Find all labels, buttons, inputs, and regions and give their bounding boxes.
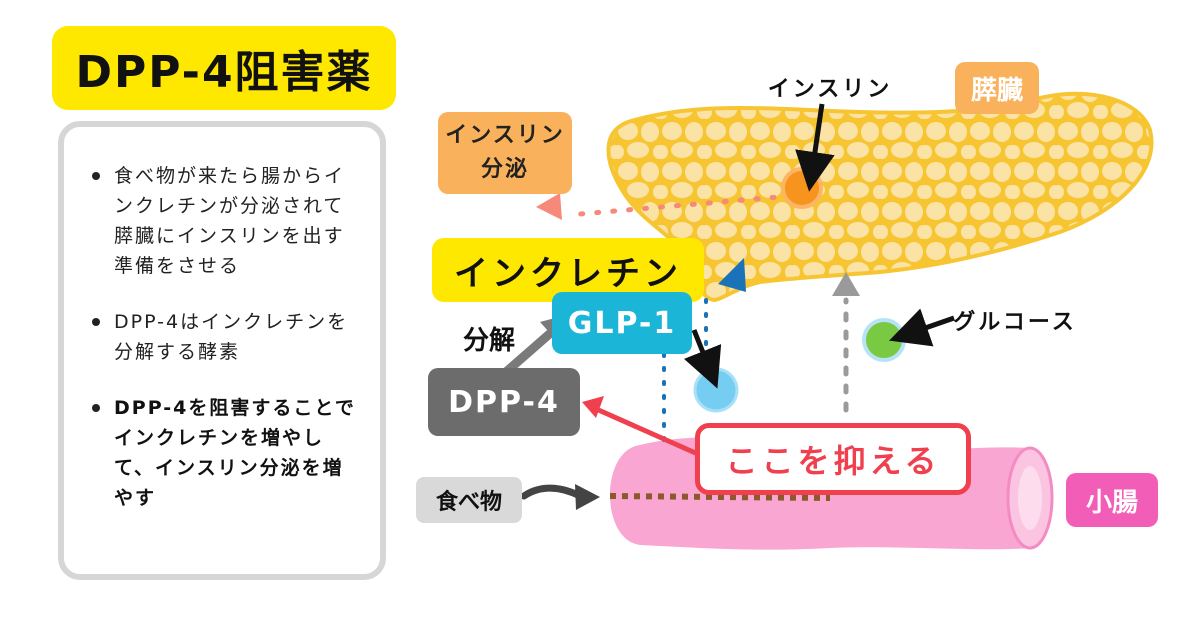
breakdown-label: 分解 [462, 325, 515, 356]
dpp4-label: DPP-4 [428, 368, 580, 436]
intestine-dotted-line [609, 493, 831, 501]
bullet-item: DPP-4を阻害することでインクレチンを増やして、インスリン分泌を増やす [82, 393, 358, 513]
dpp4-to-glp1-arrow [503, 326, 557, 376]
insulin-secretion-line1: インスリン [445, 123, 565, 148]
suppress-arrow [592, 405, 702, 458]
glucose-pointer-arrow [889, 308, 955, 347]
page-title: DPP-4阻害薬 [52, 26, 396, 110]
glp1-pointer-arrow [684, 329, 722, 389]
suppress-here-label: ここを抑える [695, 423, 971, 495]
incretin-label: インクレチン [432, 238, 704, 302]
food-label: 食べ物 [416, 477, 522, 523]
glucose-label: グルコース [953, 310, 1077, 335]
insulin-secretion-arrowhead [536, 193, 562, 220]
glp1-label: GLP-1 [552, 292, 692, 354]
suppress-arrowhead [582, 396, 604, 418]
insulin-secretion-dots [577, 193, 793, 217]
insulin-label: インスリン [767, 77, 893, 102]
bullet-item: DPP-4はインクレチンを分解する酵素 [82, 307, 358, 367]
small-intestine-label: 小腸 [1066, 473, 1158, 527]
bullet-item: 食べ物が来たら腸からインクレチンが分泌されて膵臓にインスリンを出す準備をさせる [82, 161, 358, 281]
explanation-panel: 食べ物が来たら腸からインクレチンが分泌されて膵臓にインスリンを出す準備をさせる … [58, 121, 386, 580]
insulin-pointer-arrow [795, 103, 835, 192]
insulin-secretion-line2: 分泌 [480, 157, 529, 182]
glucose-arrowhead [832, 272, 860, 296]
glucose-ball [862, 318, 906, 362]
food-arrow [520, 484, 584, 500]
glp1-ball [693, 367, 739, 413]
food-arrowhead [575, 484, 600, 510]
insulin-dot [781, 167, 823, 209]
bullet-list: 食べ物が来たら腸からインクレチンが分泌されて膵臓にインスリンを出す準備をさせる … [64, 127, 380, 513]
pancreas-label: 膵臓 [955, 62, 1039, 114]
incretin-arrowhead [718, 258, 746, 292]
insulin-secretion-label: インスリン 分泌 [438, 112, 572, 194]
